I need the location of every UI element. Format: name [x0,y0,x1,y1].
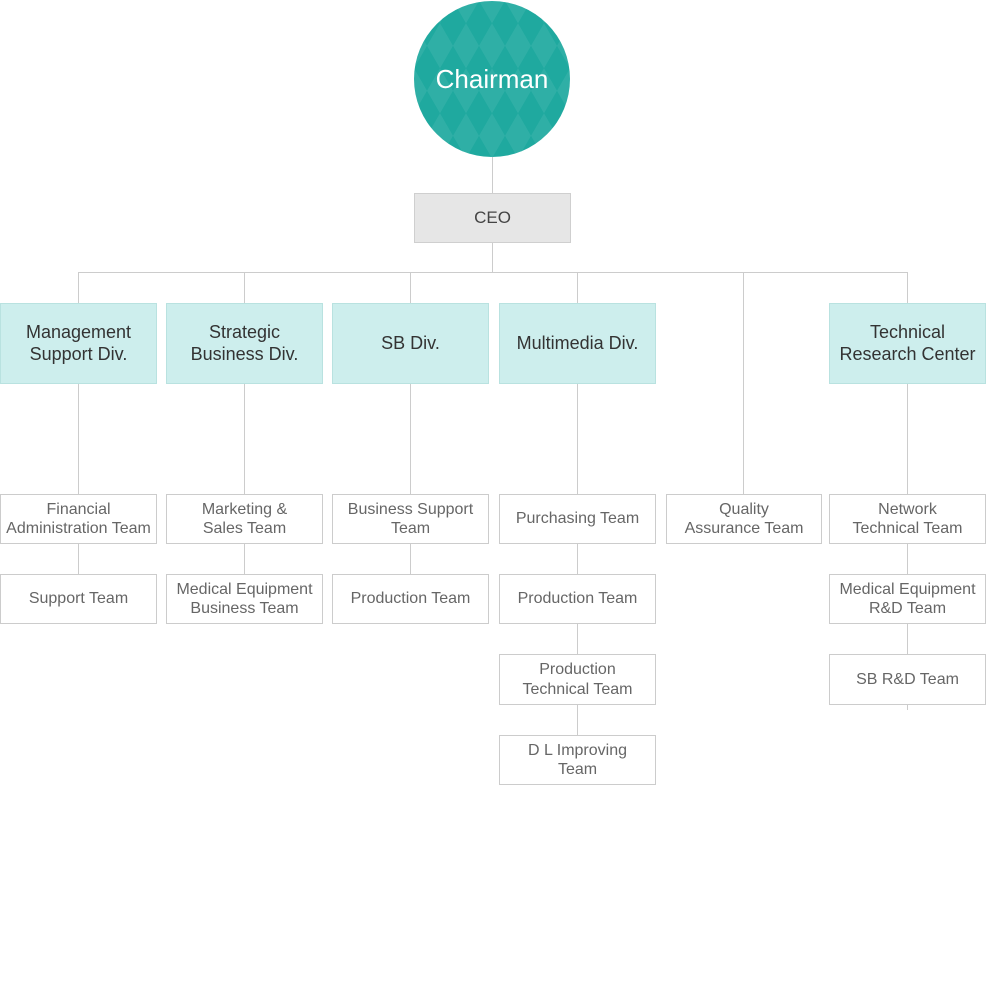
team-multimedia-production: Production Team [499,574,656,624]
team-dl-improving: D L Improving Team [499,735,656,785]
division-strategic-business: Strategic Business Div. [166,303,323,384]
team-financial-administration: Financial Administration Team [0,494,157,544]
ceo-node: CEO [414,193,571,243]
team-medical-equipment-business: Medical Equipment Business Team [166,574,323,624]
team-sb-production: Production Team [332,574,489,624]
chairman-label: Chairman [435,63,549,94]
team-network-technical: Network Technical Team [829,494,986,544]
division-sb: SB Div. [332,303,489,384]
division-multimedia: Multimedia Div. [499,303,656,384]
division-management-support: Management Support Div. [0,303,157,384]
team-sb-rd: SB R&D Team [829,654,986,705]
team-purchasing: Purchasing Team [499,494,656,544]
division-technical-research-center: Technical Research Center [829,303,986,384]
team-quality-assurance: Quality Assurance Team [666,494,822,544]
team-production-technical: Production Technical Team [499,654,656,705]
team-support: Support Team [0,574,157,624]
chairman-node: Chairman [414,1,570,157]
team-marketing-sales: Marketing & Sales Team [166,494,323,544]
team-business-support: Business Support Team [332,494,489,544]
team-medical-equipment-rd: Medical Equipment R&D Team [829,574,986,624]
